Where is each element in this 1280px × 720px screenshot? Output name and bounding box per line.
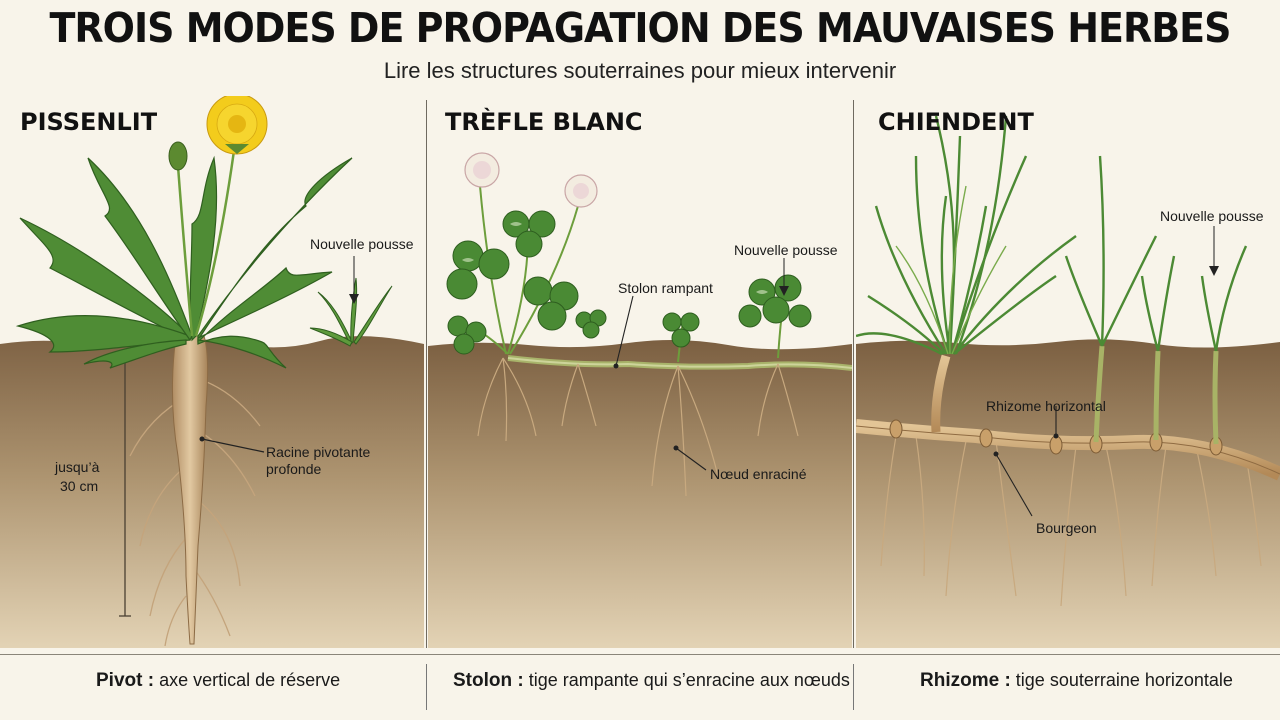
footer-stolon: Stolon : tige rampante qui s’enracine au… [453,670,850,692]
page-subtitle: Lire les structures souterraines pour mi… [383,58,897,83]
clover-illustration [428,152,852,648]
footer-separator-2 [853,664,854,710]
footer-rhizome: Rhizome : tige souterraine horizontale [920,670,1233,692]
label-taproot-line2: profonde [266,461,322,477]
footer-separator-1 [426,664,427,710]
panel-divider-1 [426,100,427,648]
panel-divider-2 [853,100,854,648]
panel-couch-grass: CHIENDENT Nouvelle pousse Rhizome horizo… [856,96,1280,648]
label-depth-line1: jusqu’à [55,459,100,475]
new-shoot-arrow [349,294,359,304]
footer-divider [0,654,1280,655]
rhizome-roots [880,435,1262,607]
label-bud: Bourgeon [1036,520,1097,536]
node-roots [477,357,799,497]
panel-title-clover: TRÈFLE BLANC [445,108,643,136]
soil [428,339,852,648]
taproot [171,335,209,645]
dandelion-new-shoot [309,277,393,347]
rhizome-nodes [889,419,1223,456]
label-stolon: Stolon rampant [618,280,713,296]
node-leader [675,447,707,471]
couch-grass-illustration [856,115,1280,648]
label-new-shoot-couch-grass: Nouvelle pousse [1160,208,1264,224]
label-rooted-node: Nœud enraciné [710,466,807,482]
footer-term-rhizome: Rhizome : [920,670,1011,691]
stolon-leader [615,295,634,367]
panel-dandelion: PISSENLIT Nouvelle pousse Racine pivotan… [0,96,424,648]
dandelion-illustration [0,96,424,648]
bud-leader [995,453,1033,517]
flower-stems [176,135,238,337]
root-leader-line [201,438,265,453]
dandelion-flower [206,96,268,155]
panel-white-clover: TRÈFLE BLANC Nouvelle pousse Stolon ramp… [428,96,852,648]
label-depth-line2: 30 cm [60,478,99,494]
soil [0,336,424,648]
footer-definition-rhizome: tige souterraine horizontale [1015,670,1233,690]
shoot-bases [1093,345,1219,445]
footer-pivot: Pivot : axe vertical de réserve [96,670,340,692]
panel-title-couch-grass: CHIENDENT [878,108,1034,136]
page-title: TROIS MODES DE PROPAGATION DES MAUVAISES… [49,4,1231,52]
label-taproot-line1: Racine pivotante [266,444,371,460]
label-rhizome: Rhizome horizontal [986,398,1106,414]
clover-leaves [446,210,812,355]
dandelion-bud [168,141,188,171]
footer-definition-stolon: tige rampante qui s’enracine aux nœuds [528,670,850,690]
footer-term-stolon: Stolon : [453,670,524,691]
root-leader-dot [199,436,205,442]
soil [856,339,1280,648]
panel-title-dandelion: PISSENLIT [20,108,158,136]
grass-blades [856,115,1248,356]
footer-term-pivot: Pivot : [96,670,155,691]
dandelion-leaves [15,155,353,369]
clover-flowers [464,152,598,208]
footer-definition-pivot: axe vertical de réserve [159,670,341,690]
label-new-shoot-clover: Nouvelle pousse [734,242,838,258]
label-new-shoot-dandelion: Nouvelle pousse [310,236,414,252]
fine-roots [129,375,261,647]
